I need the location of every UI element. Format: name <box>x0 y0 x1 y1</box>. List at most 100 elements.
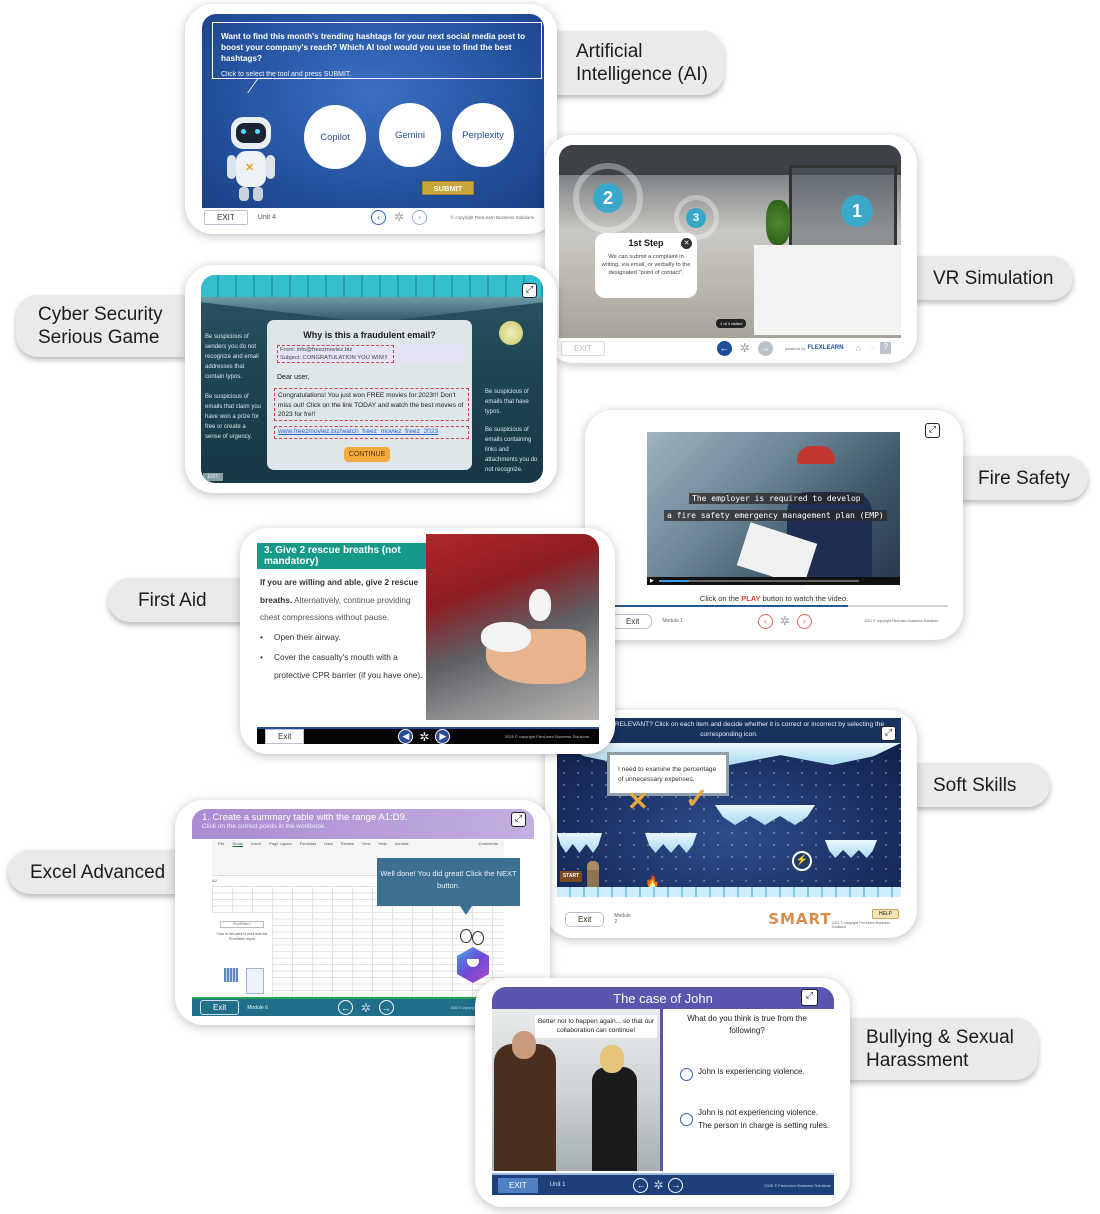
forward-arrow-icon[interactable]: → <box>757 340 773 356</box>
card-first-aid[interactable]: 3. Give 2 rescue breaths (not mandatory)… <box>240 528 615 754</box>
label-ai: Artificial Intelligence (AI) <box>552 31 724 95</box>
ribbon-tab[interactable]: Insert <box>251 841 262 846</box>
woman-figure <box>592 1067 637 1171</box>
option-gemini[interactable]: Gemini <box>379 103 441 167</box>
powered-by: powered by <box>784 345 806 351</box>
ai-slide: Want to find this month's trending hasht… <box>202 14 544 210</box>
close-icon[interactable]: ✕ <box>681 238 692 249</box>
hotspot-2[interactable]: 2 <box>593 183 623 213</box>
exit-button[interactable]: EXIT <box>203 473 223 481</box>
question: What do you think is true from the follo… <box>687 1014 807 1035</box>
prev-icon[interactable]: ‹ <box>371 209 387 225</box>
ribbon-tab[interactable]: Formulas <box>299 841 317 846</box>
exit-button[interactable]: EXIT <box>498 1177 538 1193</box>
ribbon-tab[interactable]: Help <box>378 841 387 846</box>
radio-button[interactable] <box>680 1113 693 1126</box>
ribbon-tab[interactable]: Page Layout <box>269 841 292 846</box>
video-player[interactable]: The employer is required to develop a fi… <box>647 432 900 587</box>
pivot-area[interactable]: PivotTable1 Click in this area to work w… <box>212 913 272 997</box>
pivot-button[interactable]: PivotTable1 <box>220 921 264 928</box>
prev-icon[interactable]: ← <box>337 1000 353 1015</box>
label-fire-text: Fire Safety <box>978 467 1070 489</box>
speech-bubble: Better not to happen again... so that ou… <box>535 1015 657 1038</box>
help-icon[interactable]: ? <box>880 342 892 354</box>
hard-hat <box>797 446 835 464</box>
label-excel-text: Excel Advanced <box>30 861 166 883</box>
map-icon[interactable]: ⌂ <box>855 343 861 353</box>
option-text: John is experiencing violence. <box>698 1067 805 1076</box>
expand-icon[interactable]: ⤢ <box>522 283 537 298</box>
video-controls: ▶ <box>647 577 900 585</box>
next-icon[interactable]: ▶ <box>435 729 451 744</box>
exit-button[interactable]: EXIT <box>561 340 605 356</box>
callout-tail <box>460 906 472 915</box>
next-icon[interactable]: › <box>412 209 428 225</box>
mascot-icon: ✲ <box>779 614 790 628</box>
hotspot-3[interactable]: 3 <box>686 208 706 228</box>
answer-option-2[interactable]: John is not experiencing violence. The p… <box>680 1107 832 1132</box>
label-vr-text: VR Simulation <box>933 267 1054 289</box>
ribbon-tab[interactable]: Data <box>324 841 333 846</box>
comments-button[interactable]: Comments <box>478 841 498 846</box>
ai-question: Want to find this month's trending hasht… <box>221 32 526 63</box>
ice-platform <box>645 833 697 853</box>
incorrect-x-icon[interactable]: ✕ <box>627 786 649 816</box>
answer-option-1[interactable]: John is experiencing violence. <box>680 1067 832 1081</box>
exit-button[interactable]: Exit <box>265 729 305 744</box>
prev-icon[interactable]: ‹ <box>757 613 773 629</box>
exit-button[interactable]: Exit <box>565 911 605 927</box>
option-copilot[interactable]: Copilot <box>304 105 366 169</box>
card-excel[interactable]: 1. Create a summary table with the range… <box>175 800 550 1025</box>
mascot-icon: ✲ <box>360 1000 371 1015</box>
pivot-instruction: Click in this area to work with the Pivo… <box>216 932 268 941</box>
option-perplexity[interactable]: Perplexity <box>452 103 514 167</box>
ribbon-tab[interactable]: File <box>218 841 225 846</box>
name-box[interactable]: A2 <box>212 878 217 883</box>
ribbon-tab[interactable]: Acrobat <box>394 841 409 846</box>
ribbon-tab[interactable]: Review <box>340 841 354 846</box>
bullet-item: Cover the casualty's mouth with a protec… <box>260 649 425 684</box>
ribbon-tab[interactable]: View <box>361 841 371 846</box>
module-label: Module 1 <box>662 618 683 624</box>
email-body-highlight[interactable]: Congratulations! You just won FREE movie… <box>274 388 469 421</box>
card-vr[interactable]: 2 3 1 1st Step We can submit a complaint… <box>545 135 917 363</box>
play-icon[interactable]: ▶ <box>650 578 654 584</box>
next-icon[interactable]: → <box>378 1000 394 1015</box>
prev-icon[interactable]: ◀ <box>398 729 414 744</box>
expand-icon[interactable]: ⤢ <box>925 423 940 438</box>
task-title: 1. Create a summary table with the range… <box>202 812 408 823</box>
next-icon[interactable]: › <box>796 613 812 629</box>
prev-icon[interactable]: ← <box>633 1177 649 1193</box>
mascot-icon: ✲ <box>739 341 750 355</box>
cyber-slide: ⤢ Be suspicious of senders you do not re… <box>201 275 543 483</box>
exit-button[interactable]: EXIT <box>204 209 248 225</box>
submit-button[interactable]: SUBMIT <box>422 181 474 195</box>
exit-button[interactable]: Exit <box>613 613 653 629</box>
radio-button[interactable] <box>680 1068 693 1081</box>
next-icon[interactable]: → <box>668 1177 684 1193</box>
expand-icon[interactable]: ⤢ <box>511 812 526 827</box>
card-bullying[interactable]: The case of John ⤢ Better not to happen … <box>475 978 850 1207</box>
lightning-powerup-icon[interactable]: ⚡ <box>792 851 812 871</box>
card-ai[interactable]: Want to find this month's trending hasht… <box>185 4 557 234</box>
exit-button[interactable]: Exit <box>200 1000 240 1015</box>
unit-label: Unit 4 <box>257 213 277 221</box>
chat-icon[interactable]: ◌ <box>868 343 875 353</box>
card-fire[interactable]: The employer is required to develop a fi… <box>585 410 963 640</box>
card-soft-skills[interactable]: Which goal is RELEVANT? Click on each it… <box>545 710 917 938</box>
label-cyber-text: Cyber Security Serious Game <box>38 304 163 348</box>
back-arrow-icon[interactable]: ← <box>716 340 732 356</box>
email-link[interactable]: www.freezmoviez.biz/watch_freez_moviez_f… <box>274 426 469 439</box>
hotspot-1[interactable]: 1 <box>841 195 873 227</box>
label-fire: Fire Safety <box>960 456 1088 500</box>
bullying-bottom-bar: EXIT Unit 1 ← ✲ → 2025 © FlexLearn Busin… <box>492 1173 834 1195</box>
ribbon-tab[interactable]: Home <box>232 841 244 846</box>
seek-bar[interactable] <box>658 580 859 582</box>
continue-button[interactable]: CONTINUE <box>344 447 390 462</box>
sender-highlight[interactable]: From: info@freezmoviez.biz Subject: CONG… <box>277 345 394 363</box>
correct-check-icon[interactable]: ✓ <box>685 783 709 814</box>
help-button[interactable]: HELP <box>871 909 899 919</box>
expand-icon[interactable]: ⤢ <box>801 989 818 1006</box>
card-cyber[interactable]: ⤢ Be suspicious of senders you do not re… <box>185 265 557 493</box>
expand-icon[interactable]: ⤢ <box>881 726 896 741</box>
